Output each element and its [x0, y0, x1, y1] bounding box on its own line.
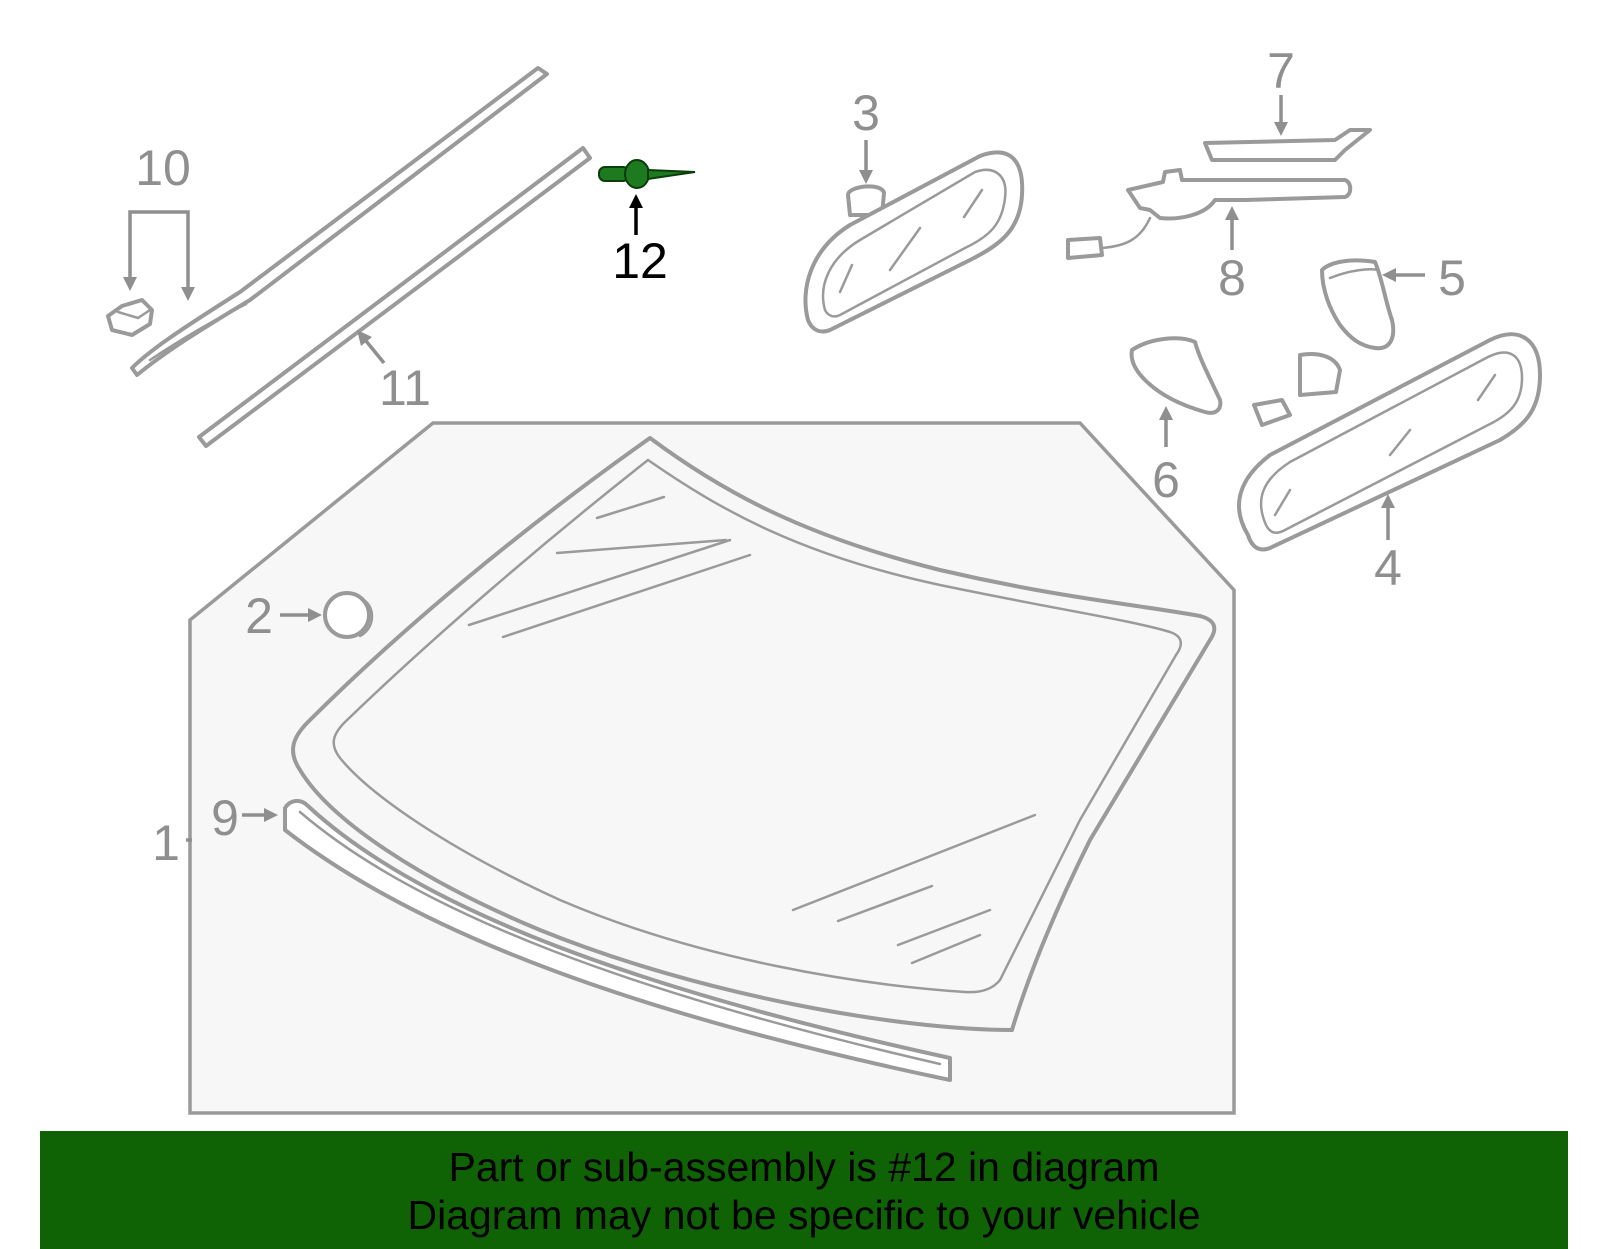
arrow-9: [264, 808, 278, 822]
molding-part-11[interactable]: [197, 146, 592, 448]
arrow-10b: [181, 287, 195, 301]
arrow-10a: [123, 277, 137, 291]
callout-11: 11: [379, 360, 431, 416]
callout-3: 3: [852, 85, 880, 141]
banner-line-1: Part or sub-assembly is #12 in diagram: [448, 1144, 1160, 1190]
arrow-2: [308, 608, 322, 622]
mirror-part-3[interactable]: [803, 150, 1025, 334]
callout-12: 12: [612, 233, 668, 289]
callout-9: 9: [211, 790, 239, 846]
callout-4: 4: [1374, 540, 1402, 596]
clip-part-10[interactable]: [106, 298, 154, 337]
windshield-glass[interactable]: [291, 436, 1217, 1032]
bracket-part-7[interactable]: [1203, 128, 1372, 162]
arrow-3: [859, 170, 873, 184]
arrow-6: [1159, 406, 1173, 420]
info-banner: Part or sub-assembly is #12 in diagram D…: [40, 1131, 1568, 1249]
arrow-4: [1381, 494, 1395, 508]
cover-part-5[interactable]: [1320, 258, 1396, 351]
grommet-part-2[interactable]: [323, 591, 374, 639]
callout-5: 5: [1438, 250, 1466, 306]
leader-10: [128, 210, 190, 295]
callout-7: 7: [1267, 43, 1295, 99]
arrow-7: [1274, 122, 1288, 136]
windshield-panel: [188, 421, 1236, 1115]
callout-1: 1: [152, 815, 180, 871]
callout-2: 2: [245, 588, 273, 644]
mirror-part-4[interactable]: [1237, 332, 1542, 552]
callout-6: 6: [1152, 452, 1180, 508]
arrow-11: [357, 330, 372, 346]
screw-part-12[interactable]: [598, 159, 696, 189]
molding-part-10-strip[interactable]: [130, 66, 549, 377]
sensor-part-8[interactable]: [1066, 168, 1353, 260]
callout-8: 8: [1218, 250, 1246, 306]
arrow-12: [629, 194, 643, 208]
cowl-seal-part-9[interactable]: [283, 799, 952, 1082]
cover-part-6[interactable]: [1129, 336, 1223, 415]
callout-10: 10: [135, 140, 191, 196]
arrow-5: [1382, 268, 1396, 282]
banner-line-2: Diagram may not be specific to your vehi…: [407, 1192, 1201, 1238]
arrow-8: [1225, 206, 1239, 220]
